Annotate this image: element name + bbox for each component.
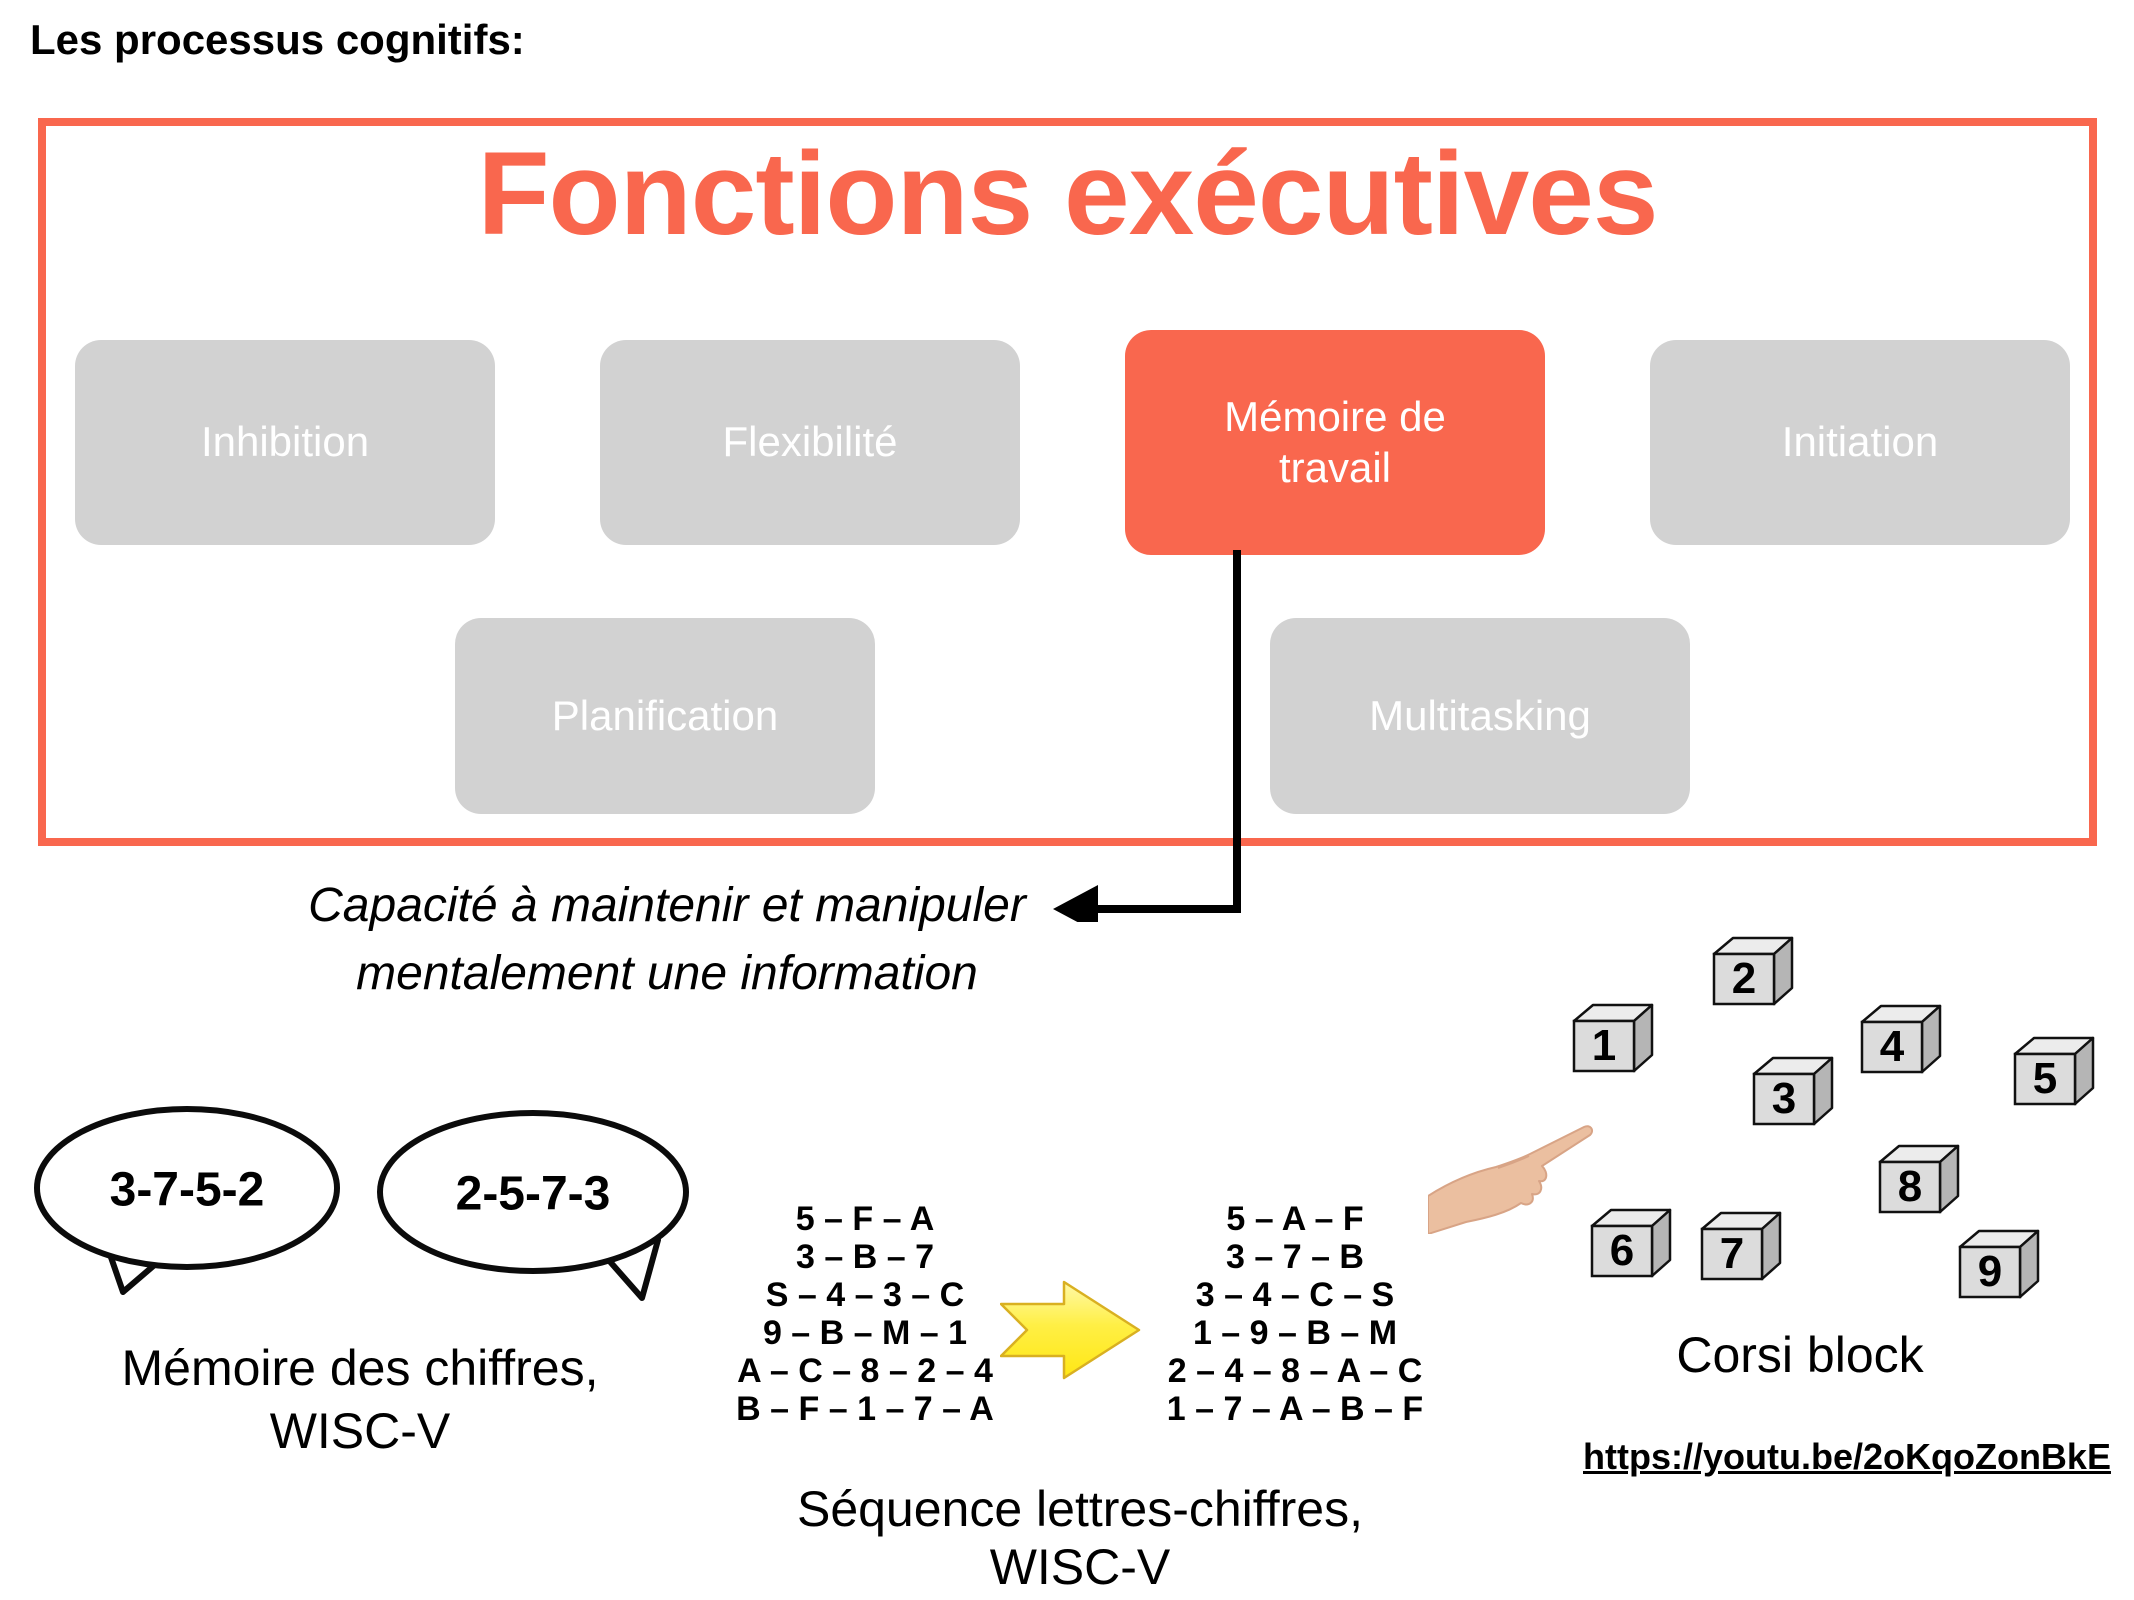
working-memory-definition: Capacité à maintenir et manipuler mental… <box>267 872 1067 1008</box>
sequence-line: 2 – 4 – 8 – A – C <box>1167 1352 1423 1390</box>
cube-number: 2 <box>1731 954 1757 1003</box>
sequence-line: A – C – 8 – 2 – 4 <box>737 1352 993 1390</box>
sequence-line: 3 – 7 – B <box>1226 1238 1364 1276</box>
box-initiation: Initiation <box>1650 340 2070 545</box>
digit-span-bubbles: 3-7-5-2 2-5-7-3 <box>34 1106 689 1301</box>
speech-bubble <box>377 1110 689 1274</box>
box-multitasking: Multitasking <box>1270 618 1690 814</box>
sequence-line: B – F – 1 – 7 – A <box>736 1390 994 1428</box>
cube-number: 9 <box>1977 1247 2003 1296</box>
definition-line: mentalement une information <box>356 947 978 1001</box>
sequence-line: 3 – B – 7 <box>796 1238 934 1276</box>
corsi-cube: 9 <box>1958 1229 2040 1299</box>
corsi-video-link[interactable]: https://youtu.be/2oKqoZonBkE <box>1583 1436 2111 1477</box>
box-label: Mémoire de travail <box>1224 393 1446 491</box>
digit-sequence-right: 2-5-7-3 <box>456 1168 611 1221</box>
box-label: Inhibition <box>200 418 370 466</box>
caption-line: Mémoire des chiffres, <box>121 1340 599 1396</box>
corsi-cube: 4 <box>1860 1004 1942 1074</box>
caption-line: WISC-V <box>269 1402 451 1459</box>
caption-line: Séquence lettres-chiffres, <box>796 1481 1364 1537</box>
cube-number: 8 <box>1897 1162 1923 1211</box>
speech-bubble <box>34 1106 340 1270</box>
cube-number: 5 <box>2032 1054 2058 1103</box>
definition-line: Capacité à maintenir et manipuler <box>308 879 1026 932</box>
memory-definition-arrow <box>1053 550 1241 922</box>
box-inhibition: Inhibition <box>75 340 495 545</box>
sequence-line: 5 – F – A <box>795 1200 935 1238</box>
cube-number: 6 <box>1609 1226 1635 1275</box>
corsi-cube: 3 <box>1752 1056 1834 1126</box>
digit-span-caption: Mémoire des chiffres, WISC-V <box>90 1337 630 1462</box>
executive-functions-title: Fonctions exécutives <box>477 128 1658 260</box>
box-memoire-de-travail: Mémoire de travail <box>1125 330 1545 555</box>
digit-sequence-left: 3-7-5-2 <box>110 1164 265 1217</box>
box-planification: Planification <box>455 618 875 814</box>
sequence-line: S – 4 – 3 – C <box>765 1276 965 1314</box>
corsi-cube: 2 <box>1712 936 1794 1006</box>
box-label: Planification <box>551 691 779 739</box>
corsi-caption: Corsi block <box>1676 1327 1924 1383</box>
sequence-line: 9 – B – M – 1 <box>762 1314 968 1352</box>
pointing-hand-icon <box>1428 1125 1594 1234</box>
sequence-line: 1 – 7 – A – B – F <box>1166 1390 1424 1428</box>
cube-number: 3 <box>1771 1074 1797 1123</box>
cube-number: 7 <box>1719 1229 1745 1278</box>
transform-arrow-icon <box>1000 1280 1141 1380</box>
corsi-cube: 6 <box>1590 1208 1672 1278</box>
cube-number: 4 <box>1879 1022 1905 1071</box>
caption-line: WISC-V <box>989 1539 1171 1595</box>
sequence-line: 3 – 4 – C – S <box>1195 1276 1395 1314</box>
letter-number-caption: Séquence lettres-chiffres, WISC-V <box>780 1480 1380 1596</box>
box-label: Initiation <box>1781 418 1939 466</box>
sequence-line: 5 – A – F <box>1226 1200 1364 1238</box>
box-flexibilite: Flexibilité <box>600 340 1020 545</box>
corsi-cube: 5 <box>2013 1036 2095 1106</box>
box-label: Flexibilité <box>722 418 898 466</box>
sequence-line: 1 – 9 – B – M <box>1192 1314 1398 1352</box>
corsi-cube: 1 <box>1572 1003 1654 1073</box>
corsi-cube: 8 <box>1878 1144 1960 1214</box>
box-label: Multitasking <box>1369 691 1591 739</box>
corsi-cube: 7 <box>1700 1211 1782 1281</box>
page-title: Les processus cognitifs: <box>30 16 525 63</box>
cube-number: 1 <box>1591 1021 1617 1070</box>
